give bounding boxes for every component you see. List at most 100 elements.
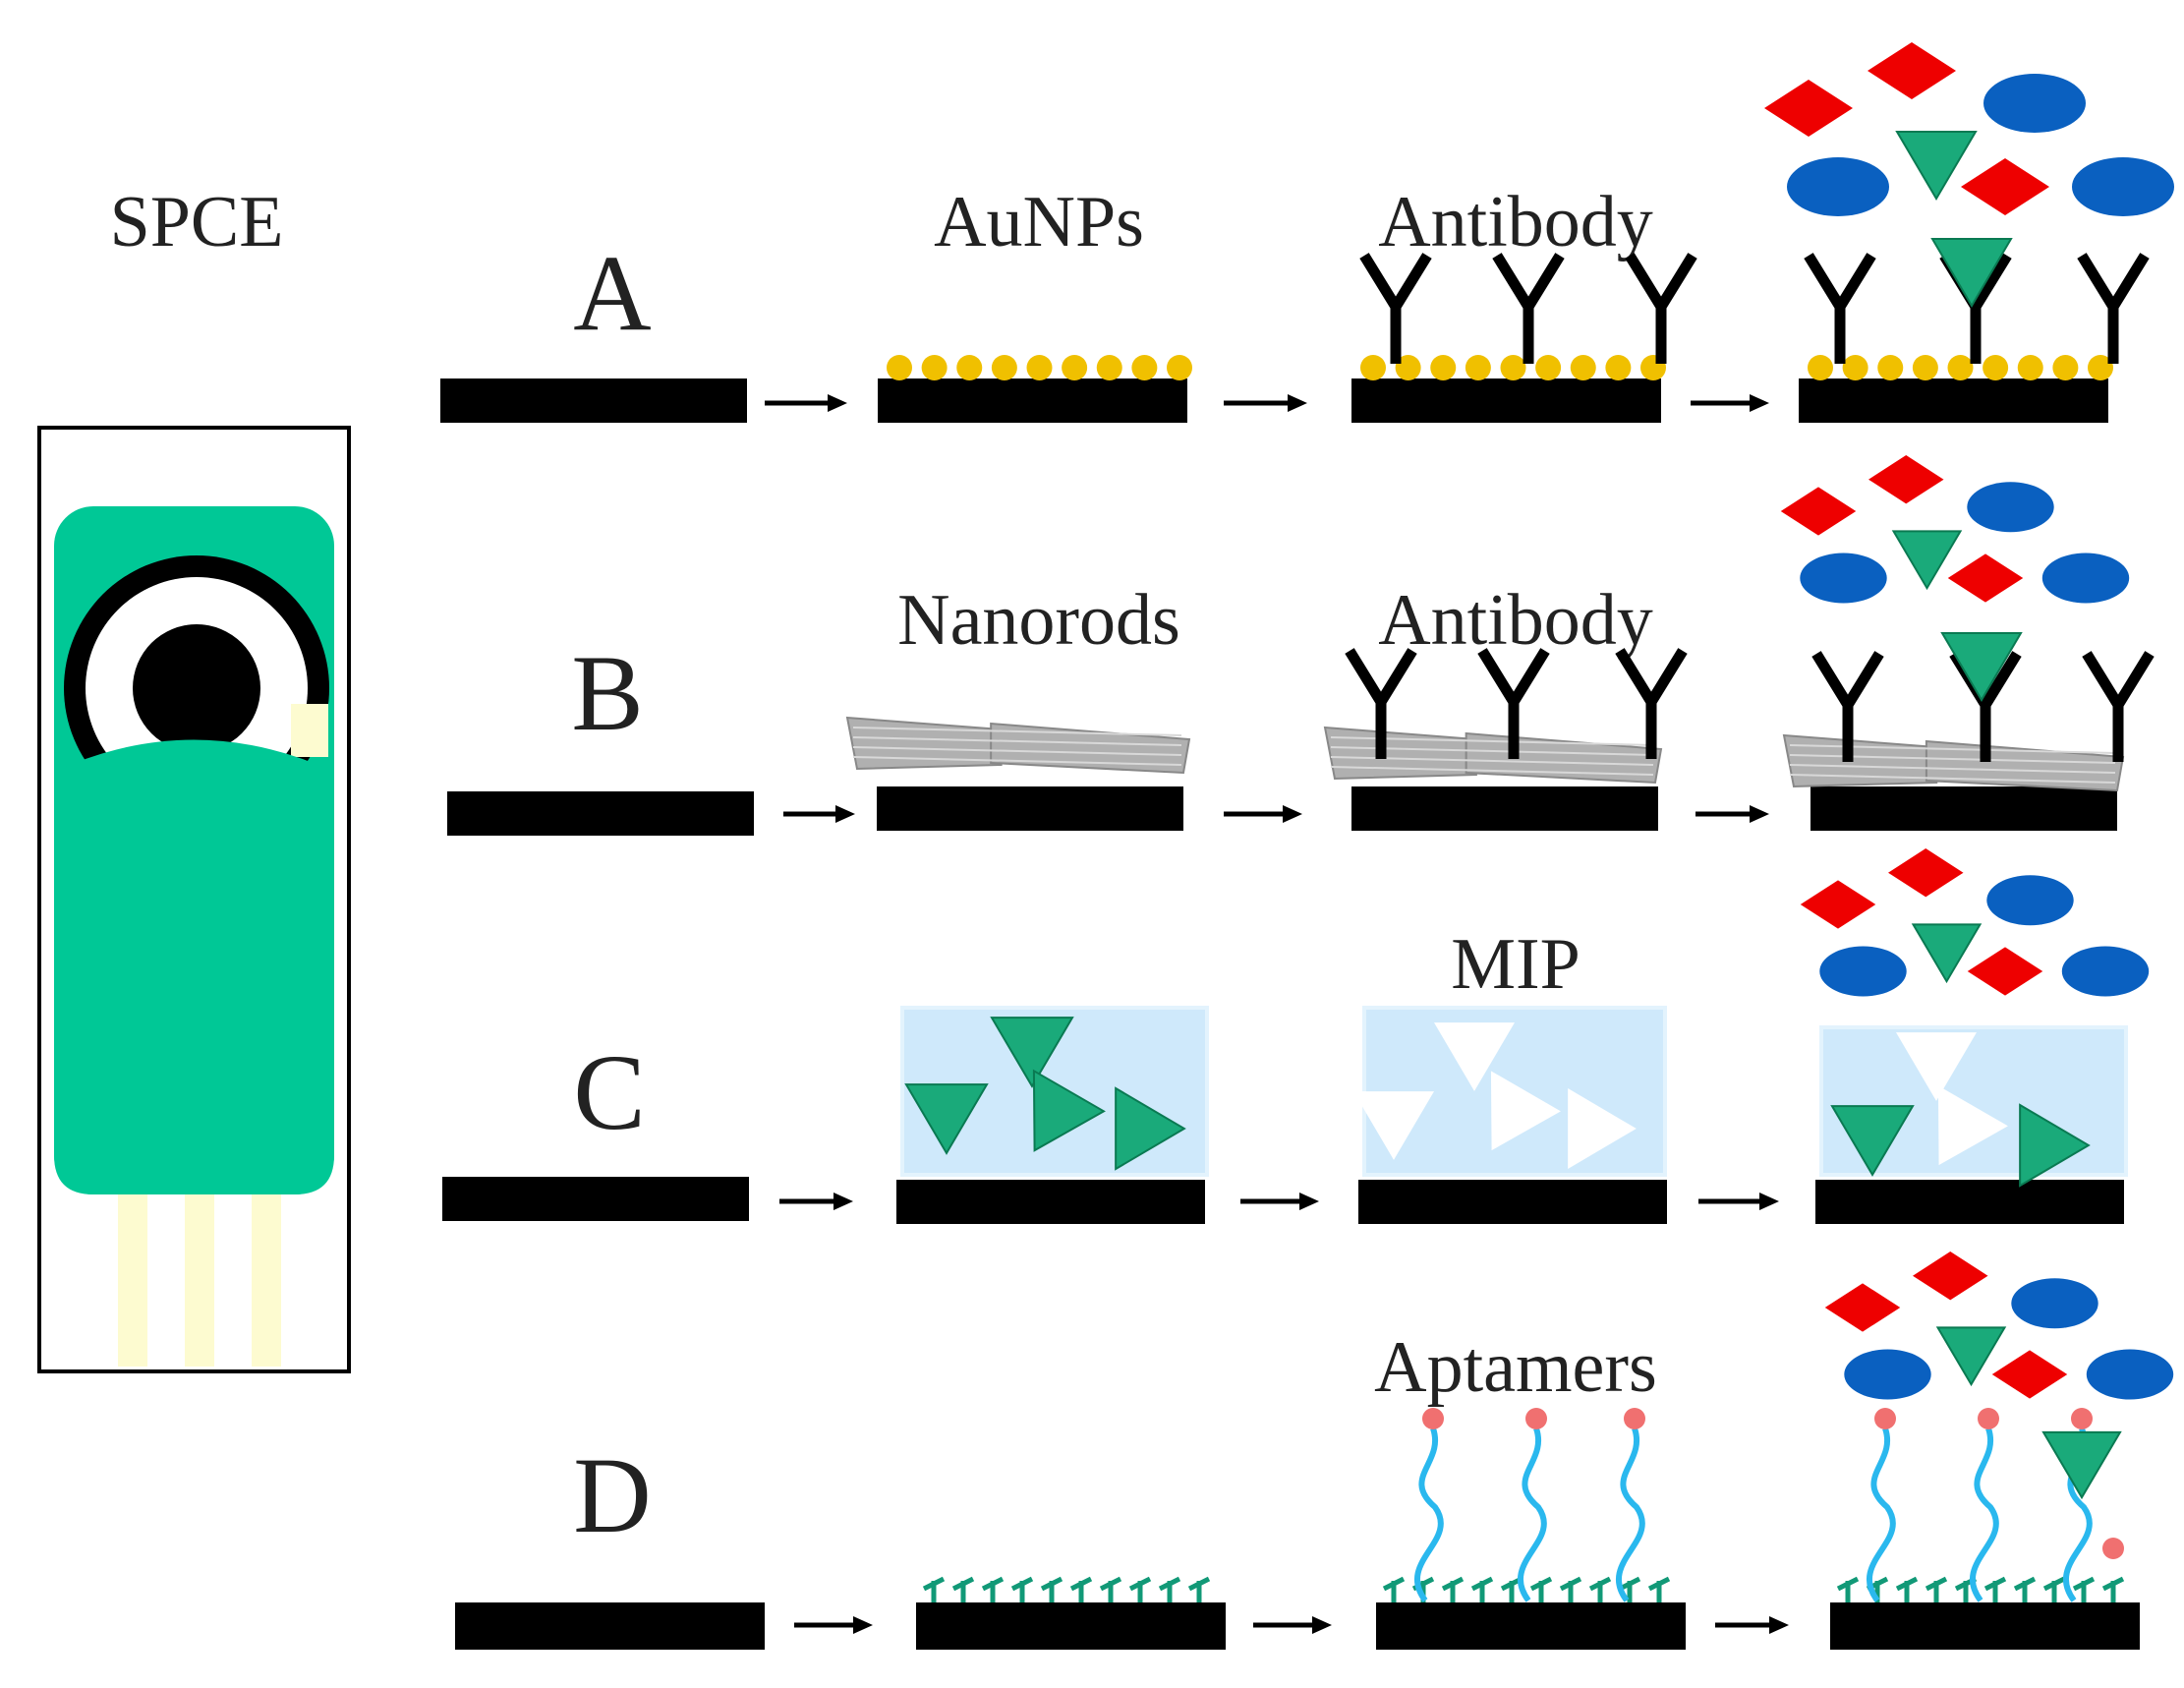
row-d-step2-label: Aptamers [1374, 1327, 1657, 1408]
antibody-shape [1359, 253, 1432, 364]
diagram-content [440, 42, 2174, 1650]
row-a-bare-electrode [440, 378, 747, 423]
imprinted-cavity-icon [1937, 1085, 2008, 1166]
row-a-capture-electrode [1799, 378, 2108, 423]
reference-electrode-tab [291, 704, 328, 757]
arrow-head [1299, 1193, 1319, 1210]
row-b-step1-label: Nanorods [897, 580, 1180, 661]
gold-nanoparticle-icon [991, 355, 1017, 380]
arrow-head [1759, 1193, 1779, 1210]
aptamer-tip [1525, 1408, 1547, 1429]
nanorod-stripe [852, 756, 1182, 766]
nanorod-stripe [852, 727, 1182, 736]
diamond-icon [1913, 1251, 1988, 1301]
arrow-head [1283, 805, 1302, 823]
gold-nanoparticle-icon [1096, 355, 1122, 380]
arrow-icon [1691, 394, 1769, 412]
antibody-icon [1345, 648, 1417, 759]
diamond-icon [1888, 848, 1964, 898]
arrow-icon [1715, 1616, 1789, 1634]
aptamer-tip [1874, 1408, 1896, 1429]
gold-nanoparticle-icon [1842, 355, 1868, 380]
antibody-icon [1359, 253, 1432, 364]
row-d-bare-electrode [455, 1602, 765, 1650]
row-a-step2-label: Antibody [1378, 182, 1653, 262]
device-label: SPCE [110, 182, 284, 262]
ellipse-icon [2061, 946, 2150, 997]
row-b-capture-electrode [1810, 786, 2117, 831]
arrow-icon [794, 1616, 873, 1634]
arrow-head [853, 1616, 873, 1634]
ellipse-icon [1819, 946, 1907, 997]
arrow-head [828, 394, 847, 412]
linker-icon [1983, 1576, 2007, 1602]
gold-nanoparticle-icon [1947, 355, 1974, 380]
antibody-shape [1804, 253, 1876, 364]
linker-icon [2013, 1576, 2037, 1602]
linker-icon [1647, 1576, 1671, 1602]
spce-device: SPCE [37, 182, 351, 1373]
triangle-analyte-icon [1895, 131, 1978, 201]
linker-layer [1836, 1576, 2125, 1602]
gold-nanoparticle-icon [1062, 355, 1088, 380]
triangle-analyte-icon [1940, 632, 2023, 702]
row-b-bare-electrode [447, 791, 754, 836]
linker-icon [1588, 1576, 1612, 1602]
triangle-analyte-icon [1891, 530, 1963, 591]
antibody-icon [1804, 253, 1876, 364]
row-d-capture-electrode [1830, 1602, 2140, 1650]
triangle-analyte-icon [1032, 1069, 1106, 1152]
gold-nanoparticle-icon [1912, 355, 1938, 380]
triangle-analyte-icon [990, 1017, 1074, 1088]
gold-nanoparticle-icon [1167, 355, 1192, 380]
aptamer-icon [1867, 1408, 1896, 1602]
gold-nanoparticle-icon [1877, 355, 1904, 380]
diamond-icon [1764, 80, 1853, 137]
ellipse-icon [1800, 553, 1887, 604]
row-b-nanorod-electrode [877, 786, 1183, 831]
gold-nanoparticle-layer [1808, 355, 2113, 380]
row-a-letter: A [573, 233, 651, 353]
contact-strip-3 [252, 1180, 281, 1367]
diamond-icon [1780, 487, 1857, 536]
linker-icon [2101, 1576, 2125, 1602]
aptamer-icon [1616, 1408, 1645, 1602]
linker-icon [1895, 1576, 1919, 1602]
row-c-bare-electrode [442, 1177, 749, 1221]
diamond-icon [1967, 947, 2043, 996]
aptamer-icon [1518, 1408, 1547, 1602]
triangle-analyte-icon [904, 1083, 989, 1155]
gold-nanoparticle-icon [1430, 355, 1457, 380]
aptamer-tip [2071, 1408, 2093, 1429]
gold-nanoparticle-icon [1360, 355, 1386, 380]
ellipse-icon [2086, 1349, 2174, 1400]
antibody-shape [1615, 648, 1688, 759]
linker-icon [1618, 1576, 1641, 1602]
gold-nanoparticle-icon [1395, 355, 1421, 380]
linker-icon [1925, 1576, 1948, 1602]
row-d-aptamer-electrode [1376, 1602, 1686, 1650]
antibody-shape [1625, 253, 1697, 364]
gold-nanoparticle-icon [1500, 355, 1526, 380]
antibody-icon [1811, 651, 1884, 762]
triangle-analyte-icon [1935, 1326, 2007, 1387]
nanorod-layer [1782, 733, 2125, 792]
imprinted-cavity-icon [1568, 1088, 1637, 1169]
gold-nanoparticle-icon [1808, 355, 1833, 380]
aptamer-tip [1422, 1408, 1444, 1429]
arrow-icon [765, 394, 847, 412]
row-a-step1-label: AuNPs [934, 182, 1144, 262]
diamond-icon [1991, 1350, 2068, 1399]
ellipse-icon [2041, 553, 2130, 604]
ellipse-icon [1967, 482, 2054, 533]
triangle-analyte-icon [1115, 1086, 1186, 1171]
linker-icon [1158, 1576, 1181, 1602]
nanorod-stripe [1789, 774, 2116, 784]
row-c-template-electrode [896, 1180, 1205, 1224]
ellipse-icon [1844, 1349, 1931, 1400]
nanorod-layer [1323, 726, 1663, 785]
linker-layer [922, 1576, 1211, 1602]
nanorod-stripe [852, 746, 1182, 756]
row-c-step2-label: MIP [1451, 924, 1581, 1005]
arrow-icon [1253, 1616, 1332, 1634]
